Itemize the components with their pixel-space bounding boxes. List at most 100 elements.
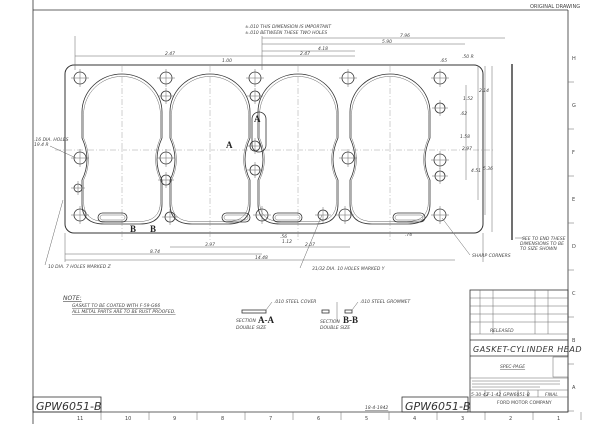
- cylinder-bore-inner-1: [83, 76, 161, 222]
- section-a-marker: A: [226, 140, 233, 150]
- section-a-a: .010 STEEL COVER SECTION A-A DOUBLE SIZE: [236, 299, 316, 331]
- water-slot-inner: [99, 214, 126, 221]
- dim-bottom-1: 3.97: [205, 242, 215, 248]
- water-slot-inner: [274, 214, 301, 221]
- note-line-1: GASKET TO BE COATED WITH F-59-G66: [72, 303, 160, 309]
- sharp-corners-note: SHARP CORNERS: [472, 253, 511, 259]
- note-line-2: ALL METAL PARTS ARE TO BE RUST PROOFED.: [71, 309, 176, 315]
- part-number-box-right: GPW6051-B: [401, 396, 471, 413]
- zone-col-9: 9: [173, 416, 176, 422]
- zone-col-3: 3: [461, 416, 464, 422]
- zone-col-5: 5: [365, 416, 368, 422]
- cylinder-bores: [81, 66, 431, 240]
- important-note-2: ±.010 BETWEEN THESE TWO HOLES: [245, 30, 327, 36]
- dim-right-2: .62: [460, 111, 467, 117]
- section-b-callout: .010 STEEL GROMMET: [360, 299, 411, 305]
- original-stamp: ORIGINAL DRAWING: [530, 4, 580, 10]
- section-a-id: A-A: [258, 315, 274, 325]
- cylinder-bore-inner-2: [171, 76, 249, 222]
- zone-col-11: 11: [77, 416, 83, 422]
- dim-right-5: 4.51: [471, 168, 481, 174]
- dim-bottom-2: 2.07: [305, 242, 315, 248]
- part-number-small: GPW6051-B: [503, 392, 530, 398]
- holes-z-note: 10 DIA. 7 HOLES MARKED Z: [48, 264, 112, 270]
- zone-row-D: D: [572, 244, 576, 250]
- notes-heading: NOTE:: [63, 295, 82, 302]
- dim-right-3: 1.58: [460, 134, 470, 140]
- water-slot: [97, 212, 128, 223]
- section-a-label: SECTION: [236, 318, 256, 324]
- zone-col-10: 10: [125, 416, 131, 422]
- holes-y-note: 31/32 DIA. 10 HOLES MARKED Y: [312, 266, 386, 272]
- cylinder-bore-3: [257, 73, 339, 225]
- zone-col-7: 7: [269, 416, 272, 422]
- date-2: F-1-42: [487, 392, 501, 398]
- material-spec: SPEC-PAGE: [500, 364, 525, 370]
- zone-row-H: H: [572, 56, 576, 62]
- dim-top-0: 7.96: [400, 33, 410, 39]
- notes-block: NOTE: GASKET TO BE COATED WITH F-59-G66 …: [63, 295, 176, 315]
- zone-col-2: 2: [509, 416, 512, 422]
- water-slot-inner: [394, 214, 424, 221]
- end-note-3: TO SIZE SHOWN: [520, 246, 557, 252]
- zone-row-A: A: [572, 385, 576, 391]
- dim-top-5: 1.00: [222, 58, 232, 64]
- dim-right-6: 5.36: [483, 166, 493, 172]
- zone-col-6: 6: [317, 416, 320, 422]
- handwritten-date: 18-4-1942: [365, 405, 388, 411]
- section-b-id: B-B: [343, 315, 358, 325]
- bolt-holes: [71, 69, 449, 225]
- end-note-1: SEE TO END THESE: [522, 236, 566, 242]
- section-b-marker: B: [130, 224, 136, 234]
- section-a-marker-2: A: [254, 114, 261, 124]
- part-number-right: GPW6051-B: [405, 400, 471, 413]
- dim-bottom-4: .56: [280, 234, 287, 240]
- final-label: FINAL: [545, 392, 558, 398]
- zone-row-C: C: [572, 291, 576, 297]
- section-b-b: .010 STEEL GROMMET SECTION B-B DOUBLE SI…: [320, 299, 411, 331]
- title-block: RELEASED GASKET-CYLINDER HEAD SPEC-PAGE …: [469, 289, 582, 413]
- section-b-label: SECTION: [320, 319, 340, 325]
- water-slot-inner: [223, 214, 249, 221]
- part-number-left: GPW6051-B: [36, 400, 102, 413]
- dim-top-3: 2.47: [165, 51, 175, 57]
- leader-notes: 10 DIA. 7 HOLES MARKED Z 31/32 DIA. 10 H…: [34, 137, 566, 272]
- water-slots: [97, 212, 426, 223]
- bottom-dimensions: 8.74 3.97 2.07 14.48 .56 1.12 .74: [64, 232, 484, 262]
- end-note-2: DIMENSIONS TO BE: [520, 241, 564, 247]
- section-a-scale: DOUBLE SIZE: [236, 325, 266, 331]
- left-holes-note: .16 DIA. HOLES: [34, 137, 69, 143]
- dim-top-2: 4.18: [318, 46, 328, 52]
- zone-col-8: 8: [221, 416, 224, 422]
- section-a-slot: [251, 111, 267, 153]
- cylinder-bore-2: [169, 73, 251, 225]
- left-holes-note-2: 19.4 R: [34, 142, 49, 148]
- radius-label: .50 R: [462, 54, 474, 60]
- dim-top-6: .65: [440, 58, 447, 64]
- dim-right-0: 2.14: [479, 88, 489, 94]
- part-number-box-left: GPW6051-B: [32, 396, 102, 413]
- section-b-marker-2: B: [150, 224, 156, 234]
- company-name: FORD MOTOR COMPANY: [497, 400, 552, 406]
- cylinder-bore-inner-4: [351, 76, 429, 222]
- status-released: RELEASED: [490, 328, 514, 334]
- dim-bottom-5: 1.12: [282, 239, 292, 245]
- dim-top-1: 5.90: [382, 39, 392, 45]
- zone-col-1: 1: [557, 416, 560, 422]
- drawing-border: [32, 0, 569, 424]
- water-slot: [221, 212, 251, 223]
- cylinder-bore-4: [349, 73, 431, 225]
- top-dimensions: ±.010 THIS DIMENSION IS IMPORTANT ±.010 …: [74, 24, 505, 70]
- section-a-callout: .010 STEEL COVER: [274, 299, 316, 305]
- cylinder-bore-inner-3: [259, 76, 337, 222]
- zone-row-G: G: [572, 103, 576, 109]
- gasket-outline: [55, 64, 495, 234]
- part-name: GASKET-CYLINDER HEAD: [473, 345, 582, 354]
- zone-col-4: 4: [413, 416, 416, 422]
- date-1: 5-30-42: [471, 392, 489, 398]
- cylinder-bore-1: [81, 73, 163, 225]
- dim-bottom-6: .74: [405, 232, 412, 238]
- dim-bottom-0: 8.74: [150, 249, 160, 255]
